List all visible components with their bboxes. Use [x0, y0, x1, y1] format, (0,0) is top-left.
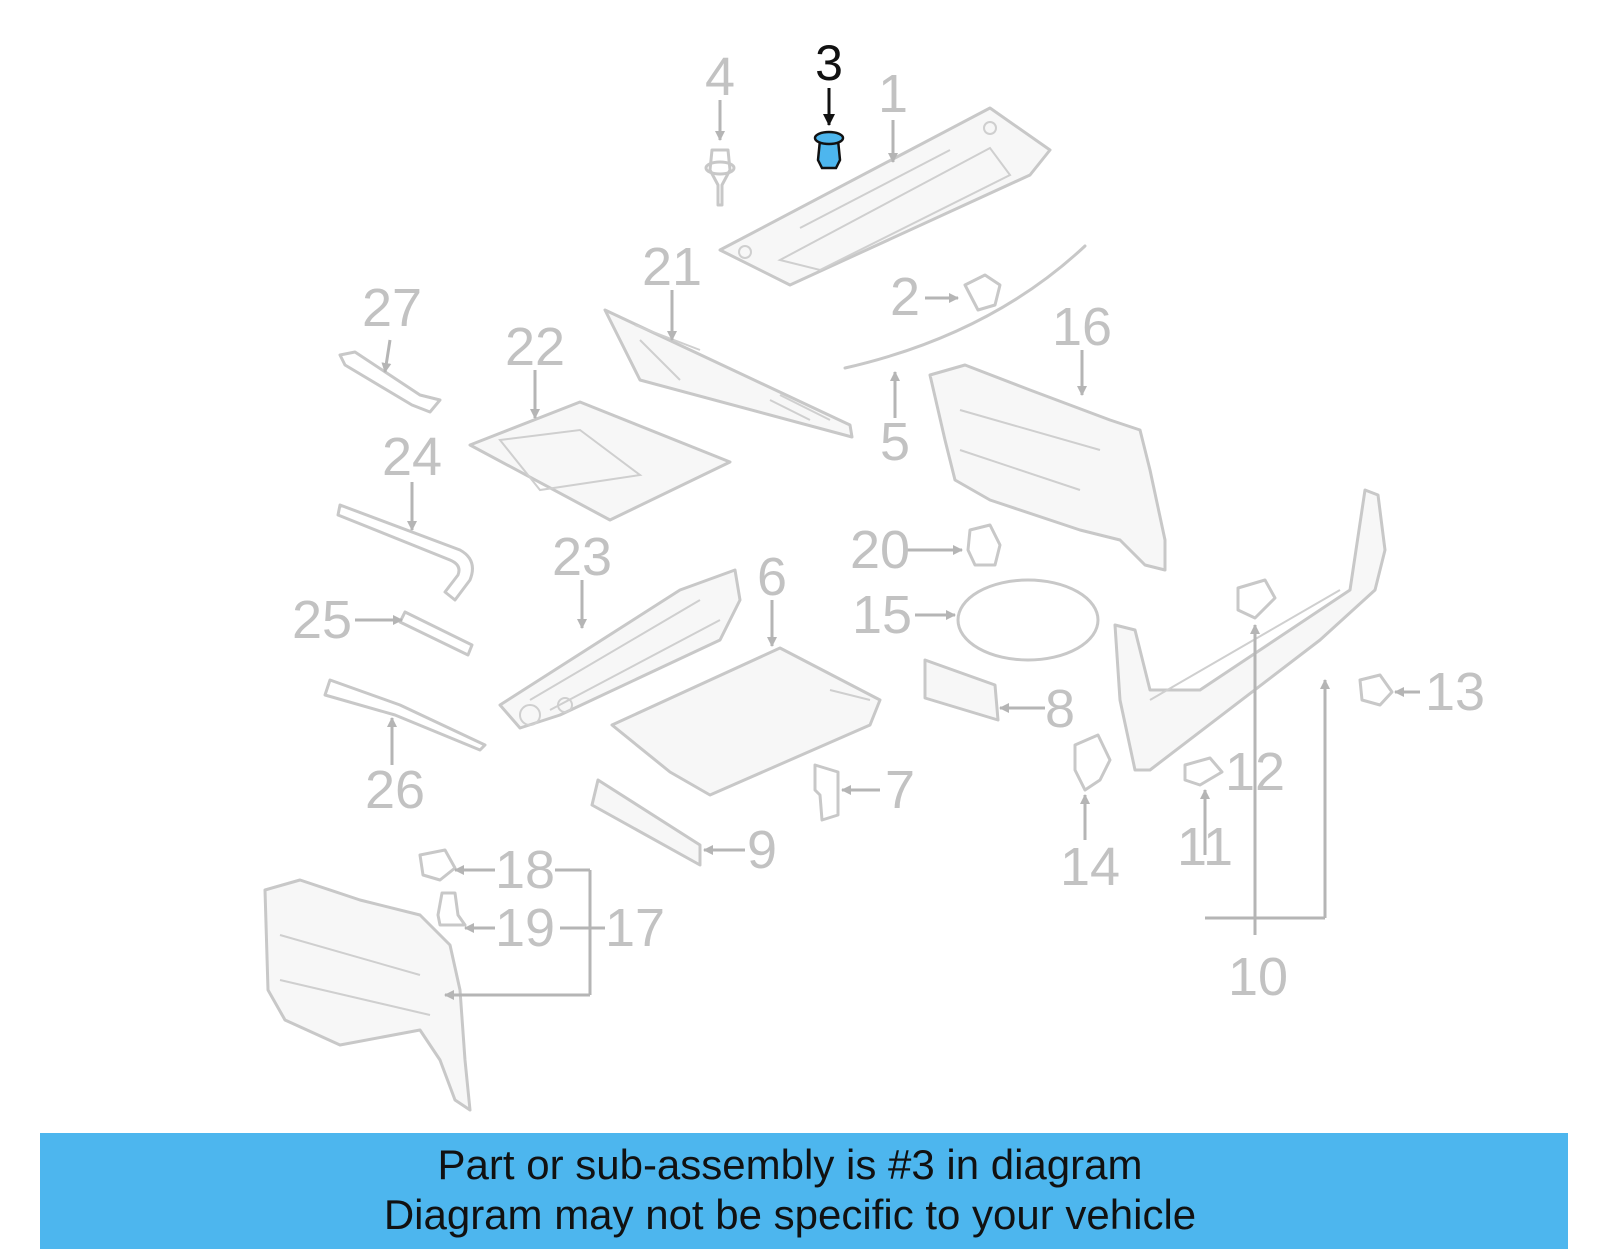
part-11-clip	[1183, 756, 1224, 787]
callout-16: 16	[1052, 297, 1112, 357]
callout-11: 11	[1177, 817, 1233, 877]
callout-7: 7	[885, 760, 915, 820]
part-10-rear-trim	[1113, 488, 1387, 772]
part-4-clip	[704, 148, 736, 207]
callout-25: 25	[292, 590, 352, 650]
callout-14: 14	[1060, 837, 1120, 897]
part-8-panel	[923, 658, 1000, 722]
part-20-clip	[966, 523, 1002, 567]
part-18-clip	[418, 848, 457, 882]
callout-4: 4	[705, 47, 735, 107]
part-17-side-trim	[263, 878, 472, 1112]
part-22-floor-tray	[468, 400, 732, 522]
callout-26: 26	[365, 760, 425, 820]
callout-12: 12	[1225, 742, 1285, 802]
callout-labels: 3 4 1 21 2 27 16 22 5 24 20 23 6 15 25 1…	[292, 35, 1485, 1007]
callout-17: 17	[605, 898, 665, 958]
info-banner: Part or sub-assembly is #3 in diagram Di…	[40, 1133, 1568, 1249]
callout-22: 22	[505, 317, 565, 377]
callout-2: 2	[890, 267, 920, 327]
callout-21: 21	[642, 237, 702, 297]
part-7-bracket	[813, 763, 840, 822]
part-27-wrench	[338, 350, 442, 414]
part-6-trunk-floor	[610, 646, 882, 797]
part-3-push-pin	[813, 130, 845, 170]
part-5-weatherstrip	[843, 244, 1087, 370]
part-16-side-trim	[928, 363, 1167, 572]
callout-1: 1	[878, 64, 908, 124]
part-14-clip	[1073, 733, 1112, 792]
part-12-clip	[1236, 578, 1277, 620]
part-23-jack	[498, 568, 742, 730]
part-15-seal-ring	[956, 578, 1100, 662]
callout-10: 10	[1228, 947, 1288, 1007]
callout-5: 5	[880, 412, 910, 472]
callout-13: 13	[1425, 662, 1485, 722]
part-25-bar	[398, 610, 474, 657]
callout-9: 9	[747, 820, 777, 880]
callout-18: 18	[495, 840, 555, 900]
leader-lines	[355, 88, 1420, 1000]
callout-8: 8	[1045, 679, 1075, 739]
banner-part-notice: Part or sub-assembly is #3 in diagram	[437, 1141, 1143, 1188]
part-13-clip	[1358, 673, 1394, 707]
callout-24: 24	[382, 427, 442, 487]
callout-6: 6	[757, 547, 787, 607]
part-26-screwdriver	[323, 678, 487, 752]
callout-20: 20	[850, 520, 910, 580]
part-21-net-panel	[603, 308, 854, 439]
part-1-parcel-shelf	[718, 106, 1052, 287]
part-24-lug-wrench	[336, 503, 474, 602]
callout-19: 19	[495, 898, 555, 958]
part-9-panel	[590, 778, 702, 867]
callout-27: 27	[362, 278, 422, 338]
callout-15: 15	[852, 585, 912, 645]
part-19-clip	[436, 891, 467, 927]
banner-disclaimer: Diagram may not be specific to your vehi…	[383, 1191, 1197, 1238]
callout-3: 3	[815, 35, 843, 91]
part-2-clip	[963, 273, 1002, 312]
callout-23: 23	[552, 527, 612, 587]
